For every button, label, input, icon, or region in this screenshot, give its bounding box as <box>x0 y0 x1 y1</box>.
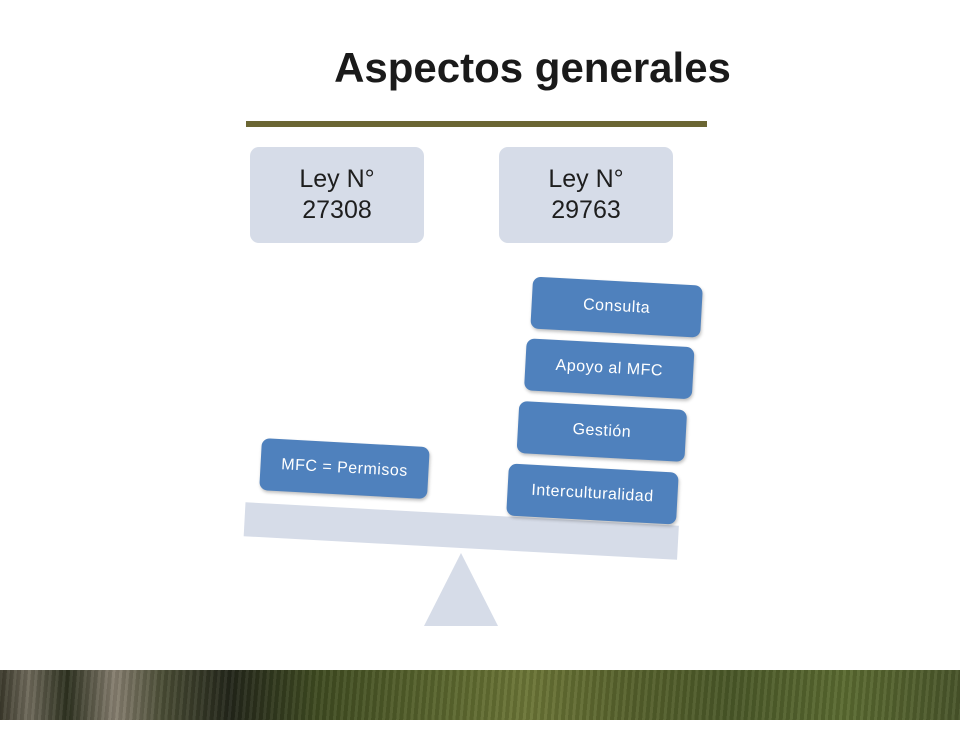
right-weight-consulta: Consulta <box>530 276 703 338</box>
right-weight-apoyo-mfc: Apoyo al MFC <box>523 338 695 400</box>
title-underline <box>246 121 707 127</box>
right-weight-interculturalidad: Interculturalidad <box>506 463 679 525</box>
balance-fulcrum <box>424 553 498 626</box>
law-label: Ley N° 27308 <box>299 165 375 224</box>
right-weight-gestion: Gestión <box>516 400 688 462</box>
slide: Aspectos generales Ley N° 27308 Ley N° 2… <box>0 44 960 720</box>
page-title: Aspectos generales <box>334 44 731 91</box>
forest-photo-strip <box>0 670 960 720</box>
law-box-27308: Ley N° 27308 <box>250 147 424 243</box>
law-box-29763: Ley N° 29763 <box>499 147 673 243</box>
law-label: Ley N° 29763 <box>548 165 624 224</box>
left-weight-mfc-permisos: MFC = Permisos <box>259 438 430 500</box>
